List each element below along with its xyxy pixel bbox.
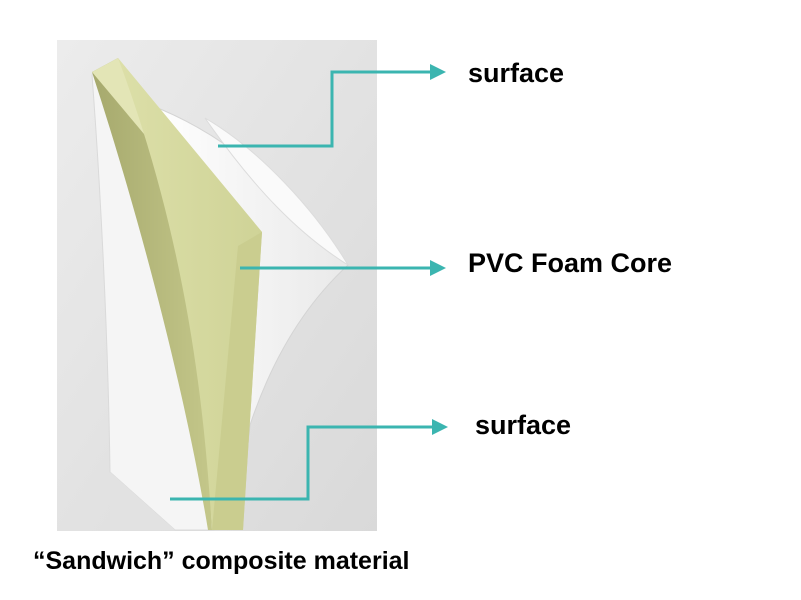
figure-caption: “Sandwich” composite material bbox=[33, 547, 410, 575]
label-surface-top: surface bbox=[468, 58, 565, 88]
leader-lines bbox=[170, 70, 434, 501]
foam-core-edge bbox=[212, 232, 262, 530]
arrow-right-icon bbox=[430, 260, 446, 276]
label-pvc-foam-core: PVC Foam Core bbox=[468, 248, 673, 278]
arrow-right-icon bbox=[430, 64, 446, 80]
front-skin-fold bbox=[204, 117, 349, 266]
leader-line-surface-top bbox=[218, 70, 432, 148]
leader-line-surface-bottom bbox=[170, 425, 434, 501]
arrow-right-icon bbox=[432, 419, 448, 435]
label-surface-bottom: surface bbox=[475, 410, 572, 440]
back-skin-shadow bbox=[110, 472, 175, 530]
